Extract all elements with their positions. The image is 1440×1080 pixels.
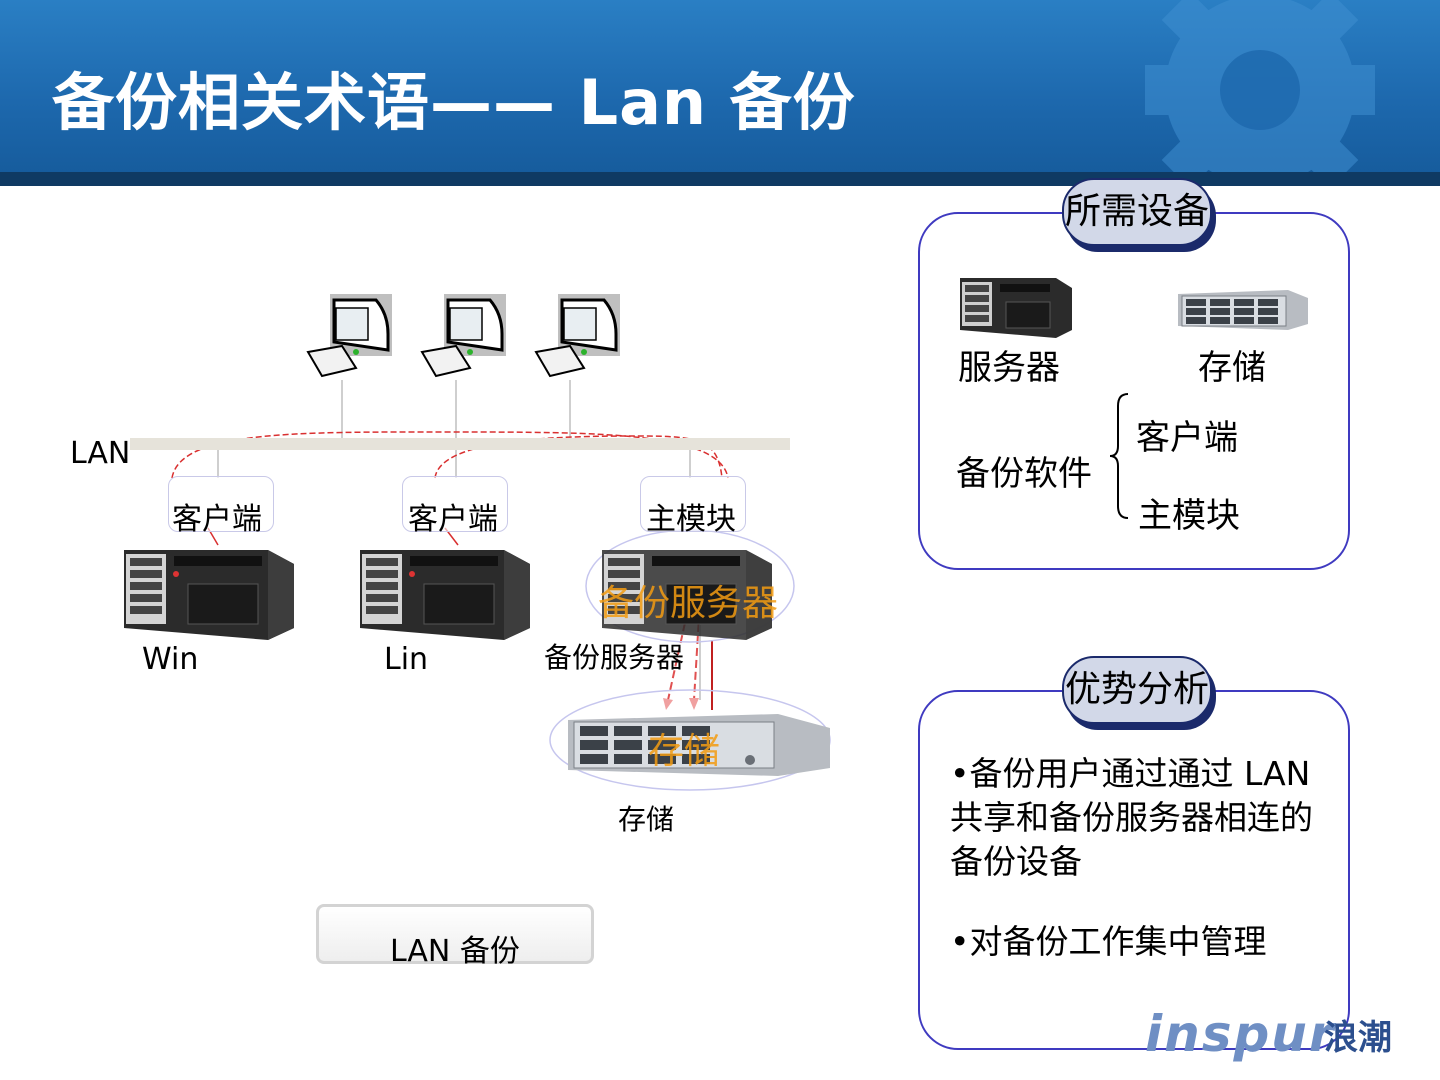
module-box-main [640, 476, 746, 532]
equipment-panel [918, 212, 1350, 570]
lan-bus [130, 438, 790, 450]
advantage-panel-title: 优势分析 [1062, 656, 1212, 724]
os-label-win: Win [142, 642, 199, 677]
server-icon [124, 550, 294, 640]
brace-icon [1109, 393, 1129, 519]
pc-computer-icon [306, 294, 392, 378]
inspur-logo-text: inspur [1145, 1005, 1336, 1063]
page-title: 备份相关术语—— Lan 备份 [52, 66, 856, 139]
software-part-main: 主模块 [1138, 496, 1240, 536]
storage-array-icon [1178, 290, 1308, 330]
backup-server-overlay-label: 备份服务器 [598, 583, 779, 624]
equipment-software-label: 备份软件 [956, 454, 1092, 494]
caption-text: LAN 备份 [390, 934, 520, 969]
server-icon [360, 550, 530, 640]
storage-array-icon [568, 714, 830, 776]
caption-box [316, 904, 594, 964]
module-label: 客户端 [172, 502, 262, 537]
equipment-server-label: 服务器 [958, 348, 1060, 388]
module-label: 主模块 [646, 502, 736, 537]
equipment-storage-label: 存储 [1198, 348, 1266, 388]
storage-label: 存储 [618, 803, 675, 836]
advantage-point: •对备份工作集中管理 [950, 922, 1267, 961]
module-label: 客户端 [408, 502, 498, 537]
storage-overlay-label: 存储 [648, 731, 721, 772]
lan-label: LAN [70, 436, 131, 471]
pc-computer-icon [534, 294, 620, 378]
os-label-lin: Lin [384, 642, 429, 677]
backup-server-label: 备份服务器 [544, 641, 685, 674]
equipment-panel-title: 所需设备 [1062, 178, 1212, 246]
server-icon [960, 278, 1072, 338]
advantage-panel [918, 690, 1350, 1050]
module-box-client-win [168, 476, 274, 532]
backup-server-icon [602, 550, 772, 640]
pc-computer-icon [420, 294, 506, 378]
advantage-point: •备份用户通过通过 LAN 共享和备份服务器相连的备份设备 [950, 754, 1313, 881]
inspur-logo-cn: 浪潮 [1324, 1018, 1392, 1058]
module-box-client-lin [402, 476, 508, 532]
header-banner: 备份相关术语—— Lan 备份 [0, 0, 1440, 186]
software-part-client: 客户端 [1136, 418, 1238, 458]
